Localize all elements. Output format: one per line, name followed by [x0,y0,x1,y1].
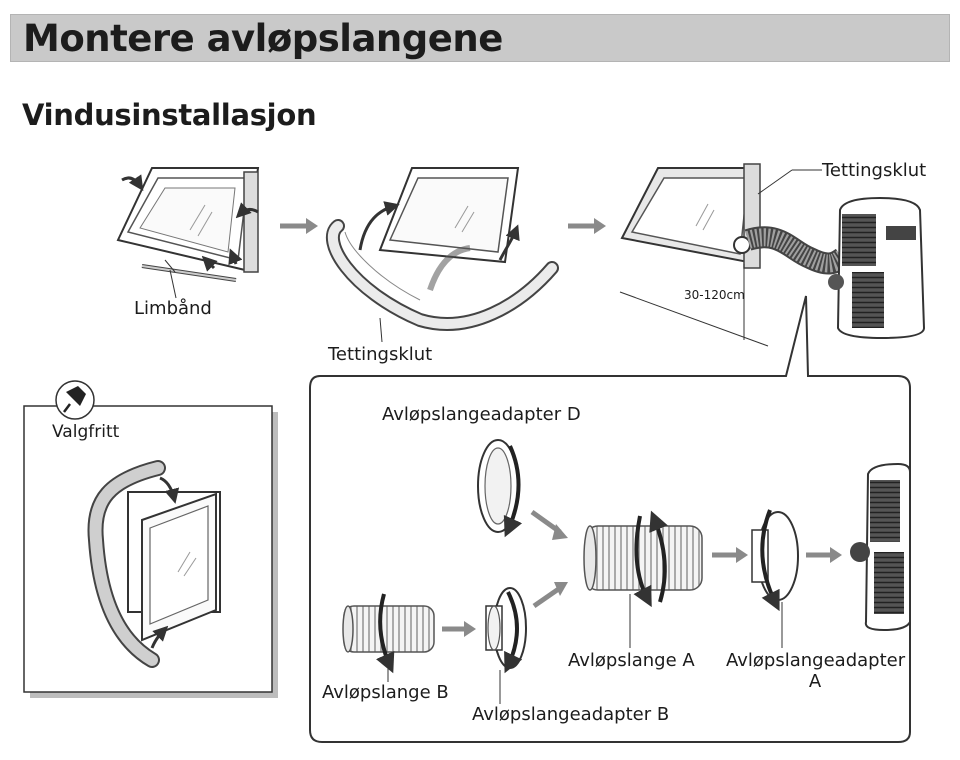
page-title: Montere avløpslangene [23,17,503,60]
arrow-right-icon [442,621,476,637]
hose-a [583,510,703,608]
label-adapter-a: Avløpslangeadapter A [726,650,906,692]
title-bar: Montere avløpslangene [10,14,950,62]
optional-window-illustration [87,460,221,668]
label-limband: Limbånd [134,298,212,319]
section-heading: Vindusinstallasjon [22,98,317,132]
ac-unit [850,462,911,632]
adapter-d [477,439,523,538]
pushpin-icon [63,386,86,413]
label-adapter-a-line2: A [808,671,822,692]
label-distance: 30-120cm [684,288,745,302]
arrow-right-icon [280,218,318,234]
optional-panel [23,380,278,698]
label-adapter-d: Avløpslangeadapter D [382,404,581,425]
label-tettingsklut-top: Tettingsklut [822,160,927,181]
arrow-right-icon [532,585,562,609]
step1-window [116,167,260,299]
step2-window-sealing [326,167,559,343]
hose-b [342,593,435,674]
label-adapter-b: Avløpslangeadapter B [472,704,670,725]
label-slange-a: Avløpslange A [568,650,695,671]
adapter-a [751,509,799,612]
step3-installed-unit [619,163,926,347]
label-adapter-a-line1: Avløpslangeadapter [726,650,906,671]
arrow-right-icon [806,547,842,563]
arrow-right-icon [568,218,606,234]
label-slange-b: Avløpslange B [322,682,449,703]
arrow-right-icon [712,547,748,563]
label-tettingsklut-bottom: Tettingsklut [328,344,433,365]
adapter-b [485,587,527,674]
label-valgfritt: Valgfritt [52,422,120,442]
